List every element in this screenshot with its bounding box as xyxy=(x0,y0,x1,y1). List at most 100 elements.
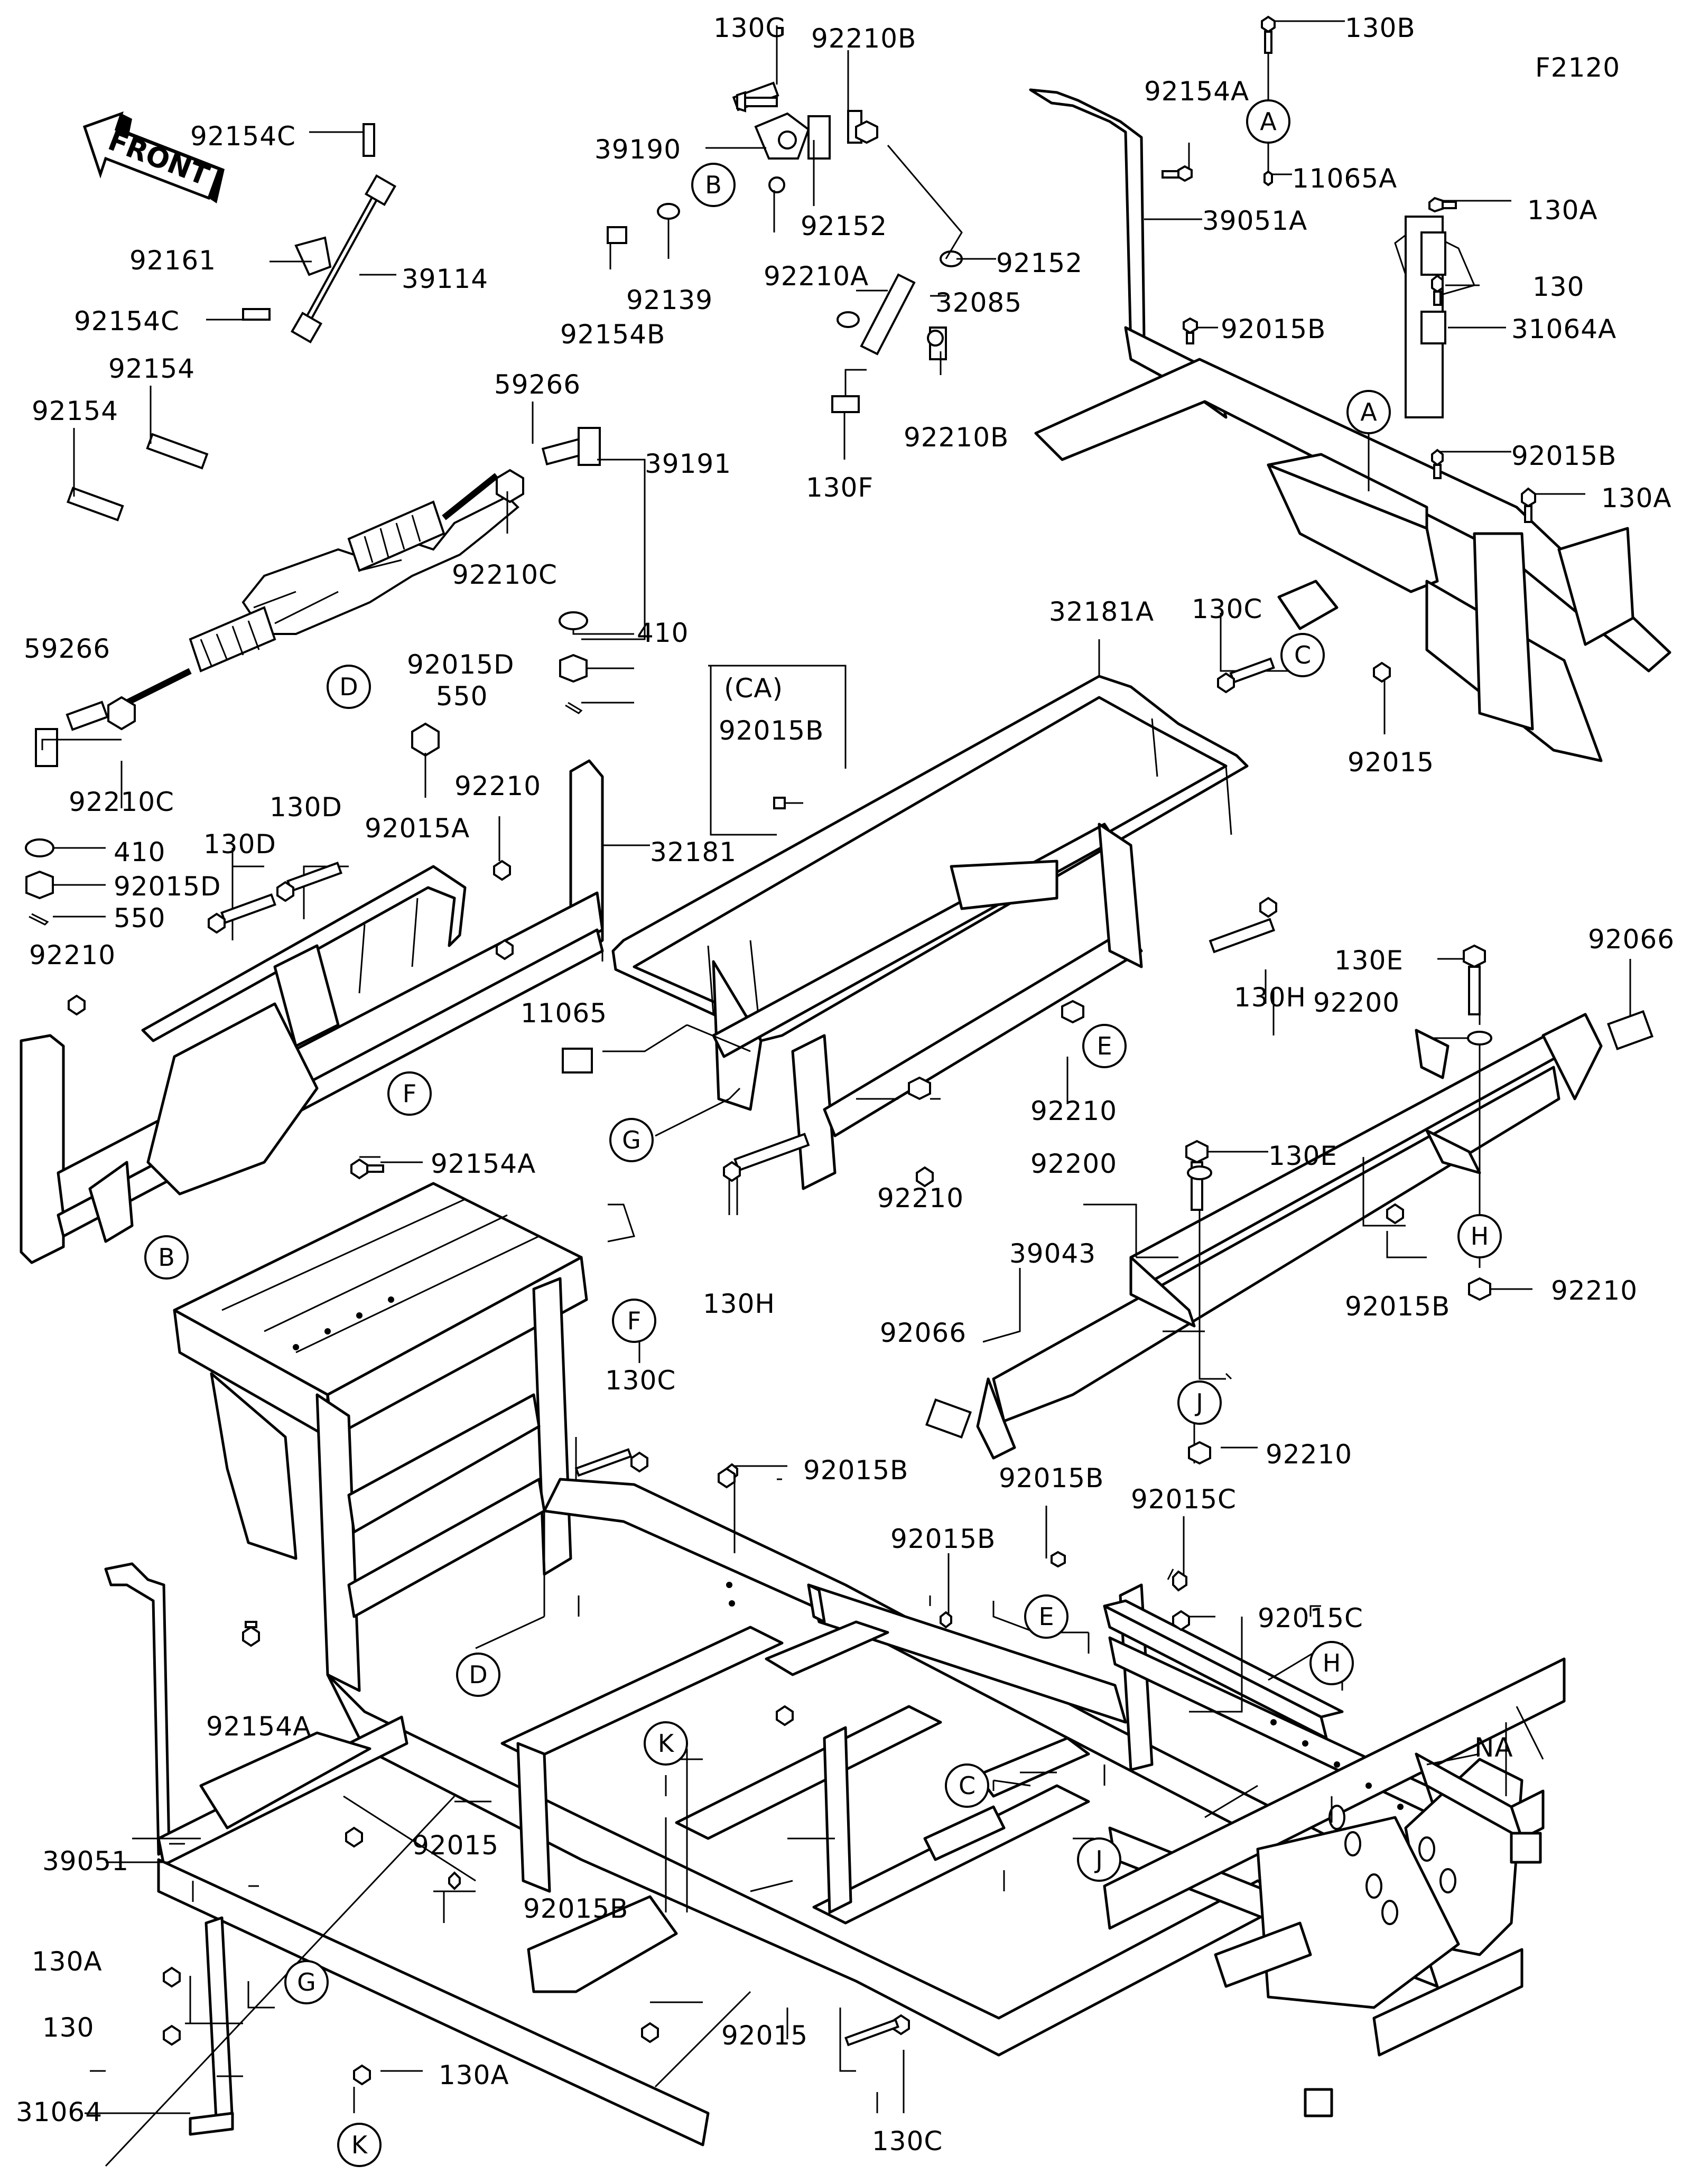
svg-text:E: E xyxy=(1038,1602,1054,1631)
nut-icon xyxy=(1263,170,1273,186)
part-label: 92210C xyxy=(69,787,174,817)
bolt-icon xyxy=(353,2064,371,2086)
svg-text:J: J xyxy=(1194,1388,1203,1417)
part-label: 130H xyxy=(1234,982,1306,1013)
part-label: 92154C xyxy=(190,121,296,152)
bolt-icon xyxy=(1431,449,1444,479)
ca-variant-box xyxy=(710,665,847,836)
part-label: 130C xyxy=(605,1365,676,1396)
part-label: 92015A xyxy=(365,813,470,844)
part-label: 92015B xyxy=(1345,1291,1450,1322)
part-label: 32085 xyxy=(935,287,1022,318)
callout-g-bottom: G xyxy=(284,1960,329,2004)
part-label: 92152 xyxy=(801,211,887,241)
clip-icon xyxy=(773,797,786,809)
part-label: 130A xyxy=(1527,195,1598,226)
part-label: 92154 xyxy=(32,396,118,426)
nut-icon xyxy=(1468,1277,1491,1301)
main-frame-39051 xyxy=(104,1182,1566,2146)
svg-text:J: J xyxy=(1094,1845,1103,1874)
part-label: 92015B xyxy=(890,1524,996,1554)
clip-icon xyxy=(562,1048,593,1074)
part-label: 550 xyxy=(436,681,488,712)
part-label: 39114 xyxy=(402,264,488,294)
part-label: 92200 xyxy=(1313,987,1400,1018)
bolt-icon xyxy=(350,1158,384,1180)
bolt-icon xyxy=(448,1871,461,1890)
callout-h-bottom: H xyxy=(1309,1641,1354,1685)
callout-d-bottom: D xyxy=(456,1653,500,1697)
callout-b-left: B xyxy=(144,1235,189,1280)
bolt-icon xyxy=(1051,1551,1066,1568)
part-label: 32181 xyxy=(650,837,737,867)
part-label: 39051A xyxy=(1202,206,1307,236)
part-label: 11065 xyxy=(521,998,607,1029)
bolt-icon xyxy=(1217,657,1275,694)
rear-plate-holes xyxy=(1328,1805,1456,1925)
figure-code: F2120 xyxy=(1535,52,1620,83)
part-label: 130E xyxy=(1268,1141,1337,1171)
callout-g-top: G xyxy=(609,1118,654,1162)
svg-text:G: G xyxy=(297,1968,316,1996)
cargo-bed-support xyxy=(1029,88,1671,762)
nut-icon xyxy=(68,994,86,1016)
nut-icon xyxy=(493,860,511,881)
part-label: 92154A xyxy=(1144,76,1249,107)
callout-h-top: H xyxy=(1457,1214,1502,1258)
part-label: 92015B xyxy=(1221,314,1326,344)
rear-subframe-39043 xyxy=(925,1010,1654,1460)
part-label: 130A xyxy=(32,1946,103,1977)
bolt-icon xyxy=(940,1611,952,1629)
callout-e-top: E xyxy=(1082,1024,1127,1068)
bolt-icon xyxy=(718,1467,736,1489)
part-label: 31064 xyxy=(16,2097,103,2127)
bolt-icon xyxy=(1428,197,1457,213)
part-label: 550 xyxy=(114,903,165,934)
bolt-icon xyxy=(208,893,276,934)
callout-f-bottom: F xyxy=(612,1299,656,1343)
part-label: 92015 xyxy=(412,1830,499,1861)
svg-text:C: C xyxy=(959,1771,975,1800)
part-label: 410 xyxy=(637,618,689,648)
callout-j-bottom: J xyxy=(1077,1837,1121,1882)
svg-text:G: G xyxy=(622,1126,641,1154)
part-label: 130E xyxy=(1334,945,1404,976)
steering-support-bracket xyxy=(607,81,963,413)
callout-circles: A A B B C C D D E E F F G G H H J J K K xyxy=(144,99,1502,2167)
svg-text:B: B xyxy=(705,171,722,199)
nut-icon xyxy=(1188,1441,1211,1465)
nut-icon xyxy=(1061,1000,1084,1024)
svg-text:B: B xyxy=(158,1243,175,1272)
svg-text:A: A xyxy=(1360,398,1377,426)
bolt-icon xyxy=(276,861,342,902)
bolt-icon xyxy=(1172,1610,1190,1631)
part-label: 130D xyxy=(203,829,276,860)
part-label: 92066 xyxy=(1588,924,1675,955)
bolt-icon xyxy=(1209,897,1277,954)
part-label: 39191 xyxy=(645,449,731,479)
callout-e-bottom: E xyxy=(1024,1594,1069,1639)
part-label: 130 xyxy=(42,2012,94,2043)
part-label: 39051 xyxy=(42,1846,129,1877)
part-label: 130A xyxy=(1601,483,1672,514)
nut-icon xyxy=(908,1076,931,1100)
bolt-icon xyxy=(723,1133,810,1182)
fastener-icons xyxy=(68,15,1536,2086)
callout-c-bottom: C xyxy=(945,1763,989,1808)
callout-d-top: D xyxy=(327,665,371,709)
callout-k-top: K xyxy=(644,1721,688,1766)
callout-c-top: C xyxy=(1280,633,1325,677)
bolt-icon xyxy=(1386,1203,1404,1225)
bolt-icon xyxy=(1463,944,1486,1015)
svg-text:K: K xyxy=(351,2131,368,2159)
callout-b-top: B xyxy=(691,163,736,207)
svg-text:F: F xyxy=(403,1079,416,1108)
part-label: 92015C xyxy=(1258,1603,1363,1634)
steering-assembly xyxy=(25,123,601,926)
part-label: 92154 xyxy=(108,353,195,384)
callout-f-top: F xyxy=(387,1071,432,1116)
part-label: 92161 xyxy=(129,245,216,276)
nut-icon xyxy=(1373,661,1391,683)
svg-text:D: D xyxy=(469,1660,487,1689)
part-label: 130G xyxy=(713,13,786,43)
